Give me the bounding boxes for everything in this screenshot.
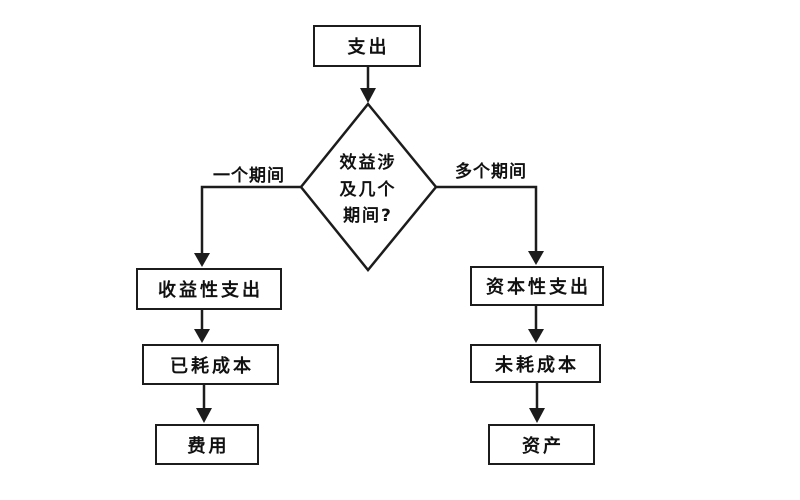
node-capital-expenditure: 资本性支出	[470, 266, 604, 306]
node-unexpired-cost: 未耗成本	[470, 344, 601, 383]
decision-diamond	[299, 102, 438, 272]
edge-label-multiple-periods: 多个期间	[455, 162, 527, 182]
arrowhead-icon	[529, 408, 545, 423]
arrowhead-icon	[360, 88, 376, 103]
node-expired-cost: 已耗成本	[142, 344, 279, 385]
arrowhead-icon	[528, 251, 544, 265]
arrowhead-icon	[528, 329, 544, 343]
edge-left-branch	[200, 185, 301, 255]
node-revenue-expenditure: 收益性支出	[136, 268, 282, 310]
node-expenditure: 支出	[313, 25, 421, 67]
node-expense: 费用	[155, 424, 259, 465]
arrowhead-icon	[194, 253, 210, 267]
arrowhead-icon	[196, 408, 212, 423]
node-decision-label: 效益涉 及几个 期间?	[339, 153, 397, 227]
arrowhead-icon	[194, 329, 210, 343]
edge-label-one-period: 一个期间	[213, 166, 285, 186]
edge-right-branch	[436, 185, 538, 253]
node-asset: 资产	[488, 424, 595, 465]
